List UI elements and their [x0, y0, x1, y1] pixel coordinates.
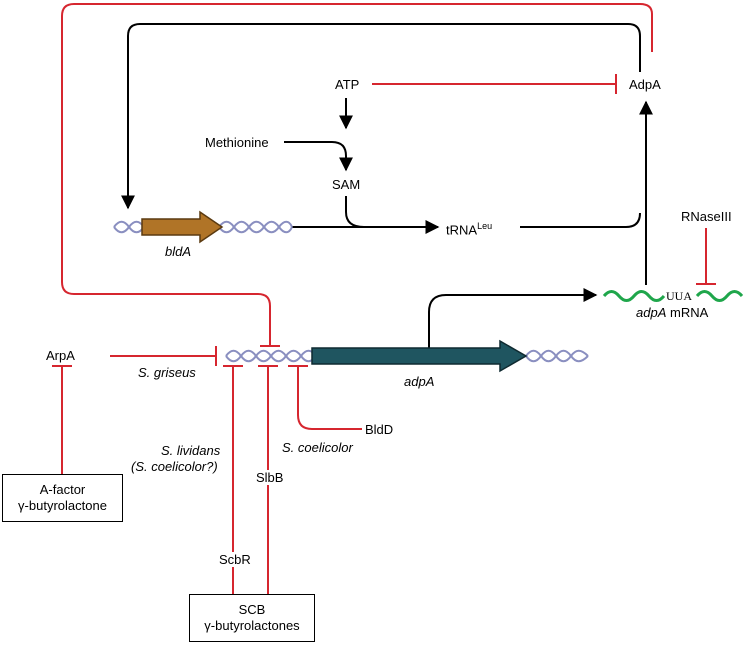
scbR-label: ScbR [218, 552, 252, 567]
s-coelicolor-label: S. coelicolor [282, 440, 353, 455]
afactor-box-line1: A-factor [39, 482, 86, 497]
s-lividans-label: S. lividans [161, 443, 221, 458]
afactor-box: A-factor γ-butyrolactone [2, 474, 123, 522]
trna-leu-superscript: Leu [477, 221, 493, 231]
trna-to-adpA-path [520, 212, 641, 228]
bldD-label: BldD [365, 422, 394, 437]
methionine-label: Methionine [205, 135, 269, 150]
adpA-gene-label: adpA [404, 374, 435, 389]
uua-codon-label: UUA [666, 289, 692, 303]
afactor-box-line2: γ-butyrolactone [18, 498, 107, 513]
s-griseus-label: S. griseus [138, 365, 196, 380]
adpA-mrna-gene-name: adpA [636, 305, 667, 320]
adpA-to-bldA-arrow [121, 23, 641, 210]
bldA-gene-arrow [141, 210, 224, 244]
scb-box-line1: SCB [238, 602, 266, 617]
methionine-to-sam-arrow [284, 141, 353, 172]
trna-text: tRNA [446, 222, 478, 238]
arpA-label: ArpA [46, 348, 75, 363]
sam-label: SAM [332, 177, 361, 192]
adpA-mrna-suffix: mRNA [666, 305, 709, 320]
s-coelicolor-question-label: (S. coelicolor?) [131, 459, 218, 474]
adpA-mrna-wave [602, 290, 744, 302]
atp-label: ATP [335, 77, 360, 92]
adpA-mrna-label: adpA mRNA [636, 305, 708, 320]
adpA-dna-helix [225, 349, 589, 363]
slbB-label: SlbB [255, 470, 285, 485]
adpA-protein-label: AdpA [629, 77, 661, 92]
adpA-transcription-arrow [428, 288, 598, 348]
bldA-gene-label: bldA [165, 244, 192, 259]
scb-box-line2: γ-butyrolactones [204, 618, 300, 633]
trna-label: tRNALeu [446, 219, 492, 237]
bldD-line [297, 366, 362, 430]
adpA-autorepression-line [61, 3, 653, 346]
rnaseIII-label: RNaseIII [681, 209, 732, 224]
adpA-gene-arrow [311, 339, 528, 373]
sam-to-trna-curve [345, 196, 365, 228]
scb-box: SCB γ-butyrolactones [189, 594, 315, 642]
